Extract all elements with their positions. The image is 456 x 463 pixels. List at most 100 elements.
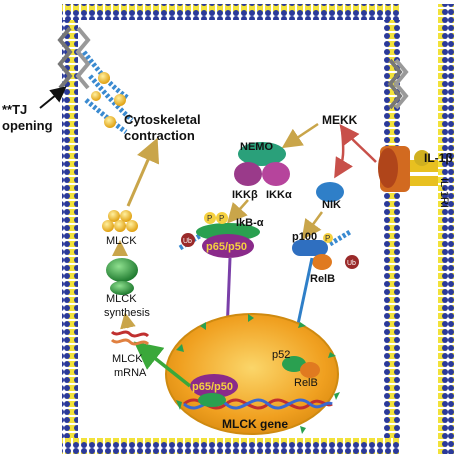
ikk-complex: [234, 142, 290, 186]
tj-pointer-arrow: [39, 86, 67, 109]
ribosome-small-subunit: [110, 281, 134, 295]
mlck-mrna-label: MLCK: [112, 353, 143, 365]
ikb-alpha-label: IkB-α: [236, 217, 264, 229]
il1b-label: IL-1β: [424, 151, 453, 165]
nuclear-pore: [248, 314, 254, 322]
relb-shape: [312, 254, 332, 270]
nemo-shape: [238, 142, 286, 166]
ub-badge-text: Ub: [347, 260, 356, 267]
mlck-synthesis-label: MLCK: [106, 293, 137, 305]
receptor-stalk: [410, 176, 438, 186]
myosin-head: [91, 91, 101, 101]
myosin-head: [114, 94, 126, 106]
mlck-protein: [102, 220, 114, 232]
p100-label: p100: [292, 231, 317, 243]
il1r-label: IL-1RI: [438, 178, 450, 208]
membrane-outer-right: [438, 4, 454, 454]
nuclear-pore: [298, 322, 306, 328]
arrow-receptor-to-mekk: [339, 124, 377, 163]
mlck-protein-cluster: [102, 210, 138, 232]
ub-badge: [345, 255, 359, 269]
p100-relb-complex: [292, 229, 359, 270]
arrow-mekk-to-nemo: [281, 122, 319, 149]
arrow-ikk-to-ikb: [227, 199, 249, 224]
p65p50-label: p65/p50: [206, 241, 247, 253]
arrow-nucleus-to-mrna: [133, 341, 192, 388]
p-badge: [204, 212, 216, 224]
p100-shape: [292, 240, 328, 256]
actin-strand: [84, 98, 128, 135]
relb-nuclear-shape: [300, 362, 320, 378]
tj-strand: [75, 26, 91, 90]
nuclear-pore: [300, 426, 306, 434]
p-badge-text: P: [219, 214, 224, 223]
tj-strand: [393, 58, 409, 110]
p-badge-text: P: [207, 214, 212, 223]
receptor-lobe: [378, 148, 398, 188]
myosin-head: [104, 116, 116, 128]
p-badge: [216, 212, 228, 224]
nemo-label: NEMO: [240, 141, 273, 153]
ub-chain: [328, 229, 352, 247]
mlck-gene-label: MLCK gene: [222, 417, 288, 431]
ikk-alpha-shape: [262, 162, 290, 186]
il1b-ligand: [414, 150, 430, 166]
ribosome: [106, 258, 138, 295]
tj-strand: [57, 26, 73, 90]
ikk-alpha-label: IKKα: [266, 189, 292, 201]
ikb-p65p50-complex: [178, 212, 260, 258]
mekk-label: MEKK: [322, 113, 358, 127]
membrane-bottom: [62, 438, 400, 454]
relb-cyto-label: RelB: [310, 273, 335, 285]
p65p50-nuclear-shape: [190, 374, 238, 398]
mlck-mrna: [110, 330, 150, 346]
actin-filaments: [82, 50, 134, 135]
mrna-strand: [110, 330, 150, 338]
p65p50-nuclear-cap: [198, 393, 226, 407]
mlck-protein: [126, 220, 138, 232]
nik-shape: [316, 182, 344, 202]
myosin-head: [98, 72, 110, 84]
membrane-top: [62, 4, 400, 20]
mlck-mrna-label: mRNA: [114, 367, 147, 379]
ribosome-large-subunit: [106, 258, 138, 282]
p-badge: [323, 233, 333, 243]
mlck-protein: [114, 220, 126, 232]
p65p50-nuclear-label: p65/p50: [192, 381, 233, 393]
cytoskeletal-contraction-label: contraction: [124, 128, 195, 143]
nuclear-pore: [328, 352, 336, 358]
mlck-protein: [108, 210, 120, 222]
arrow-mekk-to-nik: [334, 129, 354, 179]
il1-receptor: [378, 146, 438, 192]
mrna-strand: [110, 338, 150, 346]
p65p50-shape: [202, 234, 254, 258]
cytoskeletal-contraction-label: Cytoskeletal: [124, 112, 201, 127]
arrow-mrna-to-synthesis: [120, 312, 136, 330]
mlck-label: MLCK: [106, 235, 137, 247]
ikk-beta-label: IKKβ: [232, 189, 258, 201]
nuclear-pore: [334, 392, 340, 400]
cell-membrane: [62, 4, 454, 454]
actin-strand: [88, 74, 134, 122]
arrow-mlck-to-contraction: [126, 137, 160, 207]
ub-badge-text: Ub: [183, 238, 192, 245]
nuclear-pore: [200, 322, 206, 330]
arrow-nik-to-p100: [301, 211, 324, 241]
mlck-synthesis-label: synthesis: [104, 307, 150, 319]
p-badge-text: P: [325, 234, 330, 243]
ub-badge: [181, 233, 195, 247]
ikk-beta-shape: [234, 162, 262, 186]
p52-shape: [282, 356, 306, 372]
nuclear-pore: [176, 344, 184, 352]
tight-junction-right: [387, 58, 409, 110]
nik-label: NIK: [322, 199, 341, 211]
mlck-protein: [120, 210, 132, 222]
membrane-right: [384, 20, 400, 438]
tj-opening-label: opening: [2, 118, 53, 133]
membrane-left: [62, 20, 78, 438]
nuclear-pore: [176, 400, 182, 410]
p52-label: p52: [272, 349, 290, 361]
relb-nuclear-label: RelB: [294, 377, 318, 389]
